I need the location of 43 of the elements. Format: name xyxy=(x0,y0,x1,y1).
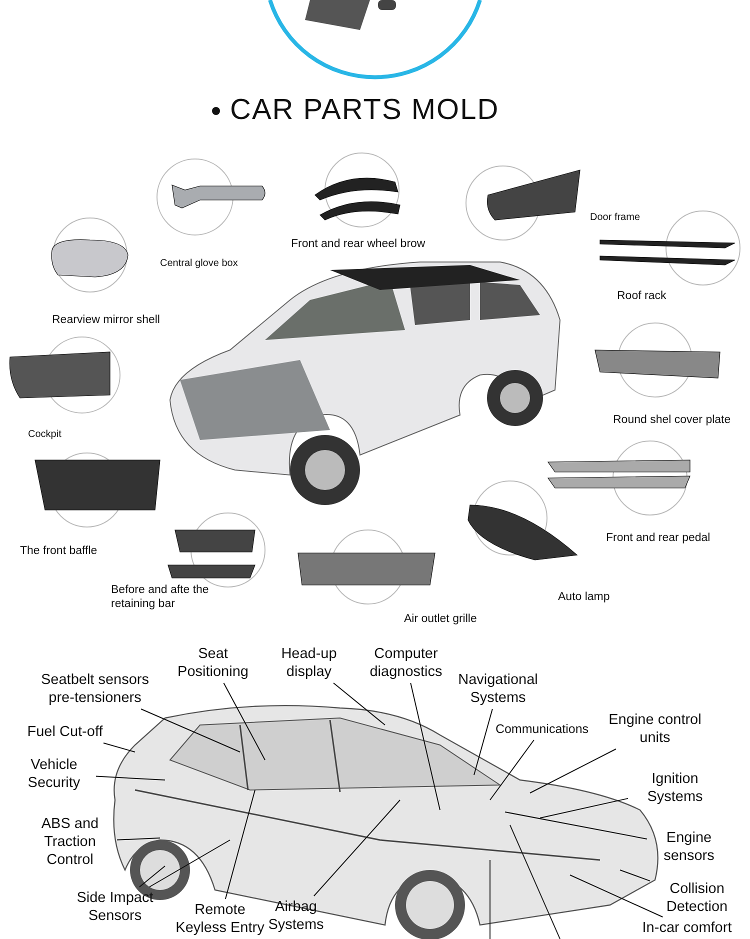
callout-label: Remote Keyless Entry xyxy=(172,901,268,937)
part-label: Round shel cover plate xyxy=(613,413,731,427)
leader-line xyxy=(410,682,440,810)
part-label: The front baffle xyxy=(20,544,98,558)
leader-line xyxy=(570,874,664,918)
callout-label: Seatbelt sensors pre-tensioners xyxy=(32,671,158,707)
leader-line xyxy=(138,866,166,888)
leader-line xyxy=(313,800,400,896)
part-label: Front and rear pedal xyxy=(606,531,710,545)
leader-line xyxy=(490,740,534,800)
leader-line xyxy=(96,776,166,780)
part-label: Roof rack xyxy=(617,289,666,303)
leader-line xyxy=(224,790,256,900)
leader-line xyxy=(148,840,230,888)
callout-label: Collision Detection xyxy=(652,880,742,916)
callout-label: Side Impact Sensors xyxy=(70,889,160,925)
leader-line xyxy=(530,748,616,794)
part-label: Front and rear wheel brow xyxy=(291,237,426,251)
callout-label: Fuel Cut-off xyxy=(15,723,115,741)
leader-line xyxy=(620,870,650,882)
callout-label: Head-up display xyxy=(264,645,354,681)
leader-line xyxy=(474,708,493,776)
leader-line xyxy=(504,812,648,840)
title: CAR PARTS MOLD xyxy=(230,94,500,127)
callout-label: ABS and Traction Control xyxy=(25,815,115,869)
leader-line xyxy=(103,742,136,752)
part-label: Central glove box xyxy=(160,257,238,271)
leader-line xyxy=(540,798,628,818)
callout-label: In-car comfort xyxy=(627,919,747,937)
callout-label: Seat Positioning xyxy=(163,645,263,681)
leader-line xyxy=(116,838,160,840)
part-label: Door frame xyxy=(590,211,640,225)
part-label: Auto lamp xyxy=(558,590,610,604)
leader-line xyxy=(223,682,266,760)
leader-line xyxy=(333,682,386,726)
part-label: Before and afte the retaining bar xyxy=(111,583,210,611)
part-label: Cockpit xyxy=(28,428,62,442)
callout-label: Vehicle Security xyxy=(14,756,94,792)
callout-label: Engine sensors xyxy=(649,829,729,865)
leader-line xyxy=(140,708,240,752)
part-label: Air outlet grille xyxy=(404,612,477,626)
callout-label: Ignition Systems xyxy=(630,770,720,806)
part-label: Rearview mirror shell xyxy=(52,313,160,327)
